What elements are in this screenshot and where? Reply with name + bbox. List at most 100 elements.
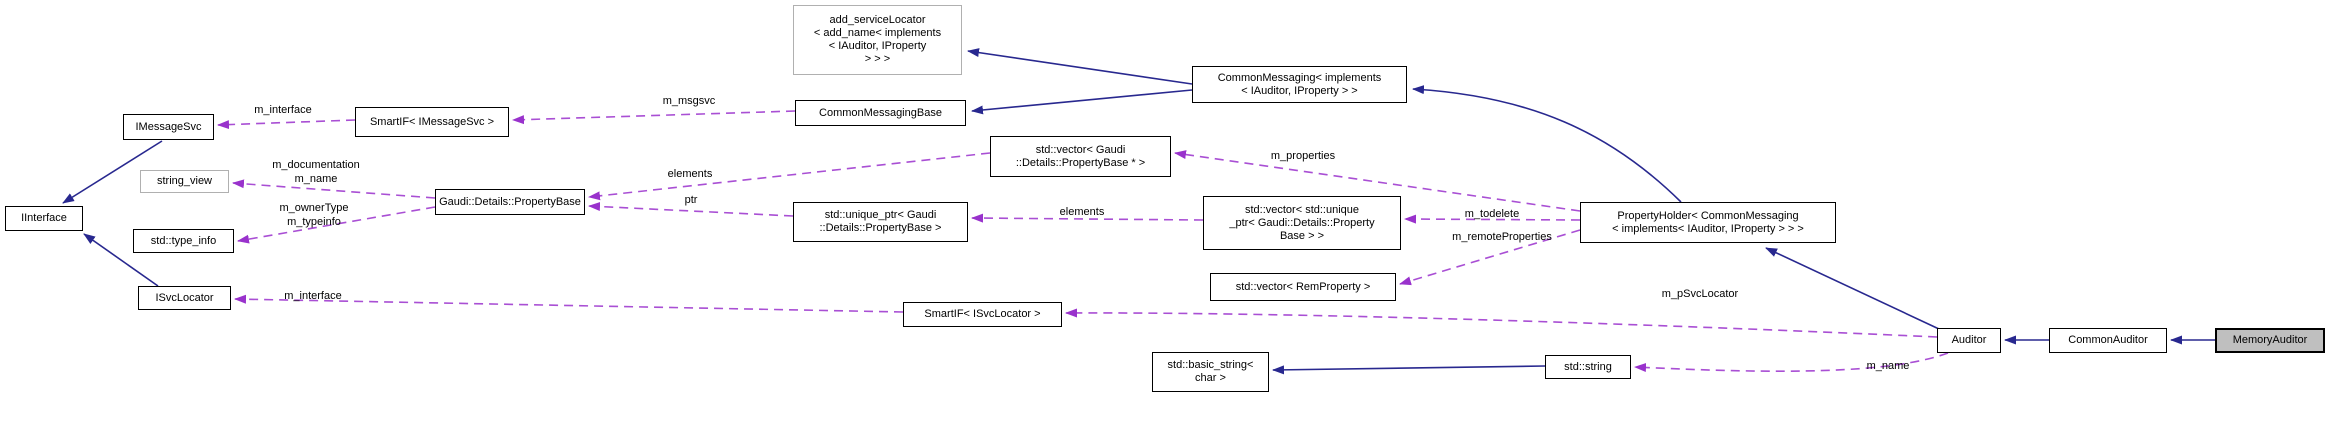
node-label-line: ::Details::PropertyBase * > xyxy=(1015,156,1146,169)
node-label-line: ::Details::PropertyBase > xyxy=(819,222,942,234)
vector-unique-ptr-node[interactable]: std::vector< std::unique_ptr< Gaudi::Det… xyxy=(1203,196,1401,250)
edge-label-m-interface-bottom: m_interface xyxy=(284,289,341,303)
edge-label-line: elements xyxy=(1059,206,1105,218)
node-label-line: std::unique_ptr< Gaudi xyxy=(824,209,937,221)
edge-uniqueptr-to-propertybase xyxy=(588,202,794,217)
std-type-info-node[interactable]: std::type_info xyxy=(133,229,234,253)
edge-label-m-properties: m_properties xyxy=(1271,149,1335,163)
add-servicelocator-node: add_serviceLocator< add_name< implements… xyxy=(793,5,962,75)
edge-propertyholder-to-vectorpropertybaseptr xyxy=(1174,150,1581,212)
node-label-line: PropertyHolder< CommonMessaging xyxy=(1617,209,1799,222)
node-label-line: SmartIF< IMessageSvc > xyxy=(369,115,495,128)
edge-label-m-remoteproperties: m_remoteProperties xyxy=(1452,230,1552,244)
edge-label-line: m_interface xyxy=(254,104,312,116)
imessagesvc-node[interactable]: IMessageSvc xyxy=(123,114,214,140)
edge-label-line: m_typeinfo xyxy=(287,216,341,228)
std-string-node[interactable]: std::string xyxy=(1545,355,1631,379)
unique-ptr-propertybase-node[interactable]: std::unique_ptr< Gaudi::Details::Propert… xyxy=(793,202,968,242)
node-label-line: Auditor xyxy=(1951,334,1987,346)
edge-vectoruniqueptr-to-uniqueptr xyxy=(971,213,1204,223)
common-auditor-node[interactable]: CommonAuditor xyxy=(2049,328,2167,353)
node-label-line: < implements< IAuditor, IProperty > > > xyxy=(1612,222,1804,235)
edge-label-m-name: m_name xyxy=(1867,359,1910,373)
edge-commonmessaging-to-commonmessagingbase xyxy=(971,89,1193,115)
edge-smartifimessagesvc-to-imessagesvc xyxy=(217,119,356,130)
memory-auditor-node: MemoryAuditor xyxy=(2215,328,2325,353)
common-messaging-base-node[interactable]: CommonMessagingBase xyxy=(795,100,966,126)
iinterface-node[interactable]: IInterface xyxy=(5,206,83,231)
edge-label-m-ownertype-m-typeinfo: m_ownerType m_typeinfo xyxy=(279,201,348,229)
edge-label-ptr: ptr xyxy=(685,193,698,207)
vector-remproperty-node[interactable]: std::vector< RemProperty > xyxy=(1210,273,1396,301)
edge-auditor-to-stdstring xyxy=(1634,352,1949,373)
isvclocator-node[interactable]: ISvcLocator xyxy=(138,286,231,310)
edge-label-line: m_name xyxy=(294,173,338,185)
node-label-line: CommonAuditor xyxy=(2068,334,2148,346)
edge-label-line: ptr xyxy=(684,194,698,206)
edge-auditor-to-smartifisvclocator xyxy=(1065,308,1938,338)
node-label-line: std::vector< RemProperty > xyxy=(1235,280,1371,293)
property-holder-node[interactable]: PropertyHolder< CommonMessaging< impleme… xyxy=(1580,202,1836,243)
edge-label-line: elements xyxy=(667,168,713,180)
node-label-line: > > > xyxy=(864,53,891,65)
edge-label-line: m_msgsvc xyxy=(662,95,716,107)
node-label-line: std::string xyxy=(1564,360,1612,373)
edge-label-line: m_todelete xyxy=(1464,208,1520,220)
edge-vectorpropertybaseptr-to-propertybase xyxy=(588,152,991,201)
edge-smartifisvclocator-to-isvclocator xyxy=(234,294,904,313)
edge-isvclocator-to-iinterface xyxy=(83,233,159,287)
edge-propertyholder-to-vectorremproperty xyxy=(1399,229,1581,286)
node-label-line: add_serviceLocator xyxy=(829,14,926,26)
edge-propertyholder-to-commonmessaging xyxy=(1412,85,1682,203)
node-label-line: Base > > xyxy=(1279,229,1325,242)
node-label-line: char > xyxy=(1195,372,1226,384)
edge-commonmessaging-to-addservicelocator xyxy=(967,48,1193,85)
node-label-line: < IAuditor, IProperty xyxy=(828,40,927,52)
basic-string-node[interactable]: std::basic_string<char > xyxy=(1152,352,1269,392)
edge-label-m-msgsvc: m_msgsvc xyxy=(663,94,716,108)
edge-imessagesvc-to-iinterface xyxy=(62,140,163,204)
node-label-line: string_view xyxy=(156,175,213,187)
edge-propertybase-to-stringview xyxy=(232,179,436,199)
edge-label-m-interface-top: m_interface xyxy=(254,103,311,117)
node-label-line: Gaudi::Details::PropertyBase xyxy=(439,195,581,208)
edge-stdstring-to-basicstring xyxy=(1272,365,1546,375)
edge-propertybase-to-typeinfo xyxy=(237,206,436,244)
node-label-line: CommonMessagingBase xyxy=(819,106,942,119)
gaudi-property-base-node[interactable]: Gaudi::Details::PropertyBase xyxy=(435,189,585,215)
node-label-line: std::vector< std::unique xyxy=(1244,203,1360,216)
node-label-line: ISvcLocator xyxy=(155,291,214,304)
node-label-line: < IAuditor, IProperty > > xyxy=(1241,84,1358,97)
node-label-line: CommonMessaging< implements xyxy=(1217,71,1382,84)
edge-label-line: m_properties xyxy=(1270,150,1336,162)
node-label-line: SmartIF< ISvcLocator > xyxy=(924,308,1041,320)
string-view-node: string_view xyxy=(140,170,229,193)
smartif-imessagesvc-node[interactable]: SmartIF< IMessageSvc > xyxy=(355,107,509,137)
edge-label-elements-upper: elements xyxy=(668,167,713,181)
node-label-line: std::vector< Gaudi xyxy=(1035,143,1126,156)
edge-label-line: m_documentation xyxy=(272,159,360,171)
edge-label-line: m_remoteProperties xyxy=(1452,231,1552,243)
smartif-isvclocator-node[interactable]: SmartIF< ISvcLocator > xyxy=(903,302,1062,327)
node-label-line: IInterface xyxy=(21,212,67,224)
edge-label-elements-lower: elements xyxy=(1060,205,1105,219)
node-label-line: std::type_info xyxy=(150,234,217,247)
node-label-line: std::basic_string< xyxy=(1167,359,1254,371)
node-label-line: IMessageSvc xyxy=(135,120,202,133)
edge-auditor-to-propertyholder xyxy=(1765,247,1940,330)
edge-label-m-psvclocator: m_pSvcLocator xyxy=(1662,287,1738,301)
node-label-line: MemoryAuditor xyxy=(2232,334,2308,346)
edge-label-line: m_name xyxy=(1866,360,1910,372)
vector-propertybase-ptr-node[interactable]: std::vector< Gaudi::Details::PropertyBas… xyxy=(990,136,1171,177)
edge-commonmessagingbase-to-smartifimessagesvc xyxy=(512,110,796,125)
node-label-line: < add_name< implements xyxy=(813,27,942,39)
edge-label-line: m_interface xyxy=(284,290,342,302)
edge-label-line: m_pSvcLocator xyxy=(1661,288,1739,300)
auditor-node[interactable]: Auditor xyxy=(1937,328,2001,353)
edge-label-m-todelete: m_todelete xyxy=(1465,207,1519,221)
edge-label-m-documentation-m-name: m_documentation m_name xyxy=(272,158,359,186)
common-messaging-node[interactable]: CommonMessaging< implements< IAuditor, I… xyxy=(1192,66,1407,103)
edge-label-line: m_ownerType xyxy=(279,202,349,214)
